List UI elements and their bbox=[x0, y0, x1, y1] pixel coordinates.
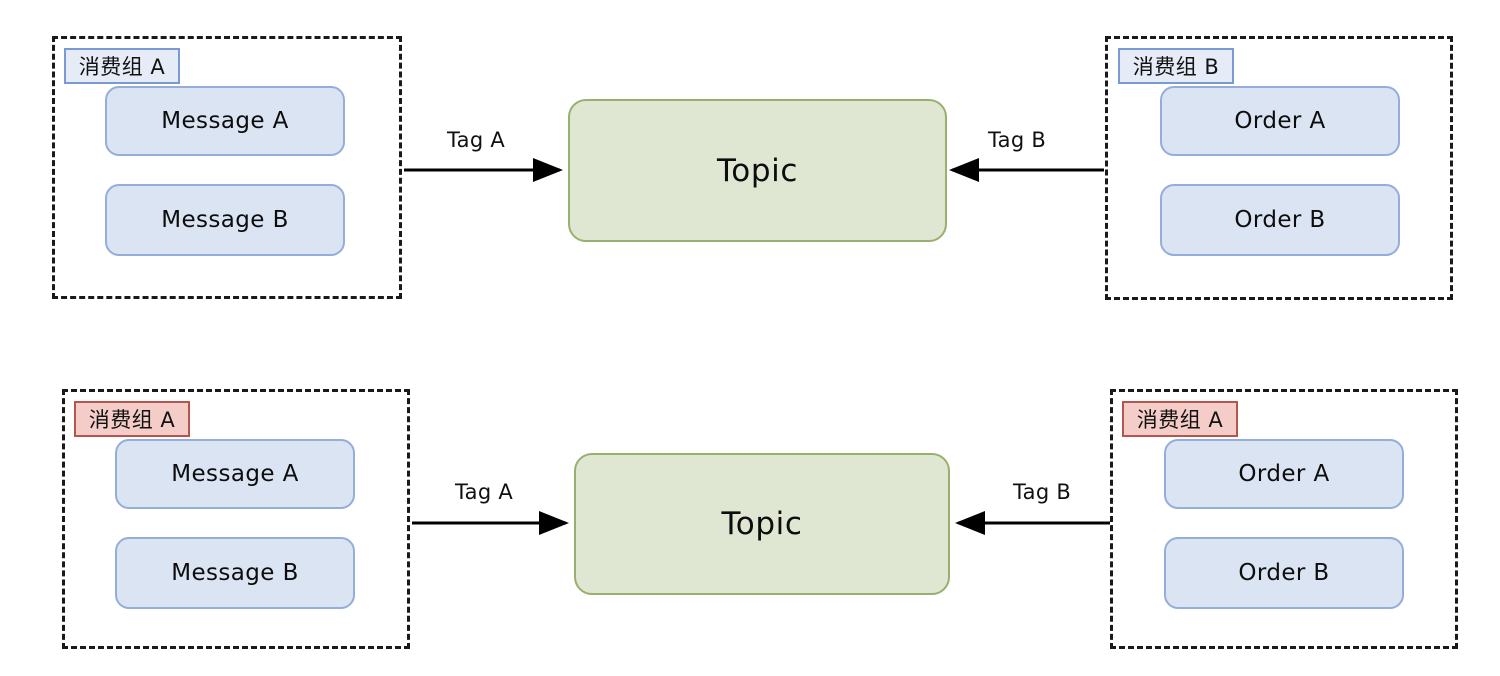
topic-box-bottom[interactable]: Topic bbox=[574, 453, 950, 595]
item-bottom-left-1[interactable]: Message B bbox=[115, 537, 355, 609]
group-label-top-left: 消费组 A bbox=[64, 48, 180, 84]
tag-label-top-left: Tag A bbox=[447, 128, 506, 152]
item-bottom-left-0[interactable]: Message A bbox=[115, 439, 355, 509]
group-container-top-left[interactable] bbox=[52, 36, 402, 299]
tag-label-bottom-left: Tag A bbox=[455, 480, 514, 504]
tag-label-top-right: Tag B bbox=[988, 128, 1047, 152]
item-top-left-1[interactable]: Message B bbox=[105, 184, 345, 256]
group-label-top-right: 消费组 B bbox=[1118, 48, 1234, 84]
group-label-bottom-left: 消费组 A bbox=[74, 401, 190, 437]
group-container-top-right[interactable] bbox=[1105, 36, 1453, 300]
tag-label-bottom-right: Tag B bbox=[1013, 480, 1072, 504]
group-container-bottom-right[interactable] bbox=[1110, 389, 1458, 649]
item-top-left-0[interactable]: Message A bbox=[105, 86, 345, 156]
item-bottom-right-0[interactable]: Order A bbox=[1164, 439, 1404, 509]
item-top-right-1[interactable]: Order B bbox=[1160, 184, 1400, 256]
topic-box-top[interactable]: Topic bbox=[568, 99, 947, 242]
group-label-bottom-right: 消费组 A bbox=[1122, 401, 1238, 437]
group-container-bottom-left[interactable] bbox=[62, 389, 410, 649]
item-top-right-0[interactable]: Order A bbox=[1160, 86, 1400, 156]
item-bottom-right-1[interactable]: Order B bbox=[1164, 537, 1404, 609]
